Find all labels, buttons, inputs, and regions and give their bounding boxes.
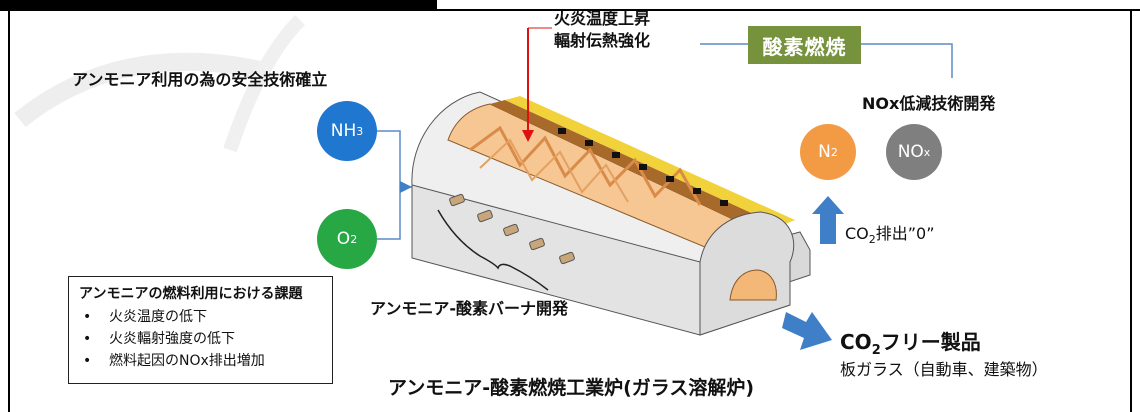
furnace-title: アンモニア-酸素燃焼工業炉(ガラス溶解炉)	[388, 377, 755, 399]
co2-free-suffix: フリー製品	[880, 330, 981, 354]
co2-zero-suffix: 排出”0”	[875, 224, 935, 243]
burner-bracket	[437, 209, 549, 291]
glass-products-label: 板ガラス（自動車、建築物）	[840, 360, 1048, 379]
o2-connector	[377, 187, 401, 240]
nh3-sub: 3	[356, 124, 364, 138]
nox-main: NO	[897, 142, 924, 162]
burner-dev-label: アンモニア-酸素バーナ開発	[370, 299, 569, 318]
output-arrow	[782, 312, 832, 350]
nh3-main: NH	[330, 121, 357, 141]
bg-swoosh	[223, 15, 306, 153]
nox-tech-label: NOx低減技術開発	[862, 94, 996, 113]
issues-list: 火炎温度の低下 火炎輻射強度の低下 燃料起因のNOx排出増加	[79, 306, 322, 372]
flame-line-1: 火炎温度上昇	[554, 9, 651, 28]
issue-item: 燃料起因のNOx排出増加	[79, 350, 322, 372]
left-border	[8, 0, 10, 412]
flame-temp-label: 火炎温度上昇 輻射伝熱強化	[554, 8, 650, 52]
top-border	[437, 9, 1140, 11]
n2-sub: 2	[830, 145, 838, 159]
issues-box: アンモニアの燃料利用における課題 火炎温度の低下 火炎輻射強度の低下 燃料起因の…	[68, 276, 333, 384]
co2-up-arrow	[812, 196, 844, 244]
co2-zero-sub: 2	[868, 233, 876, 247]
nh3-connector	[377, 130, 412, 188]
o2-sub: 2	[350, 232, 358, 246]
oxy-combustion-box: 酸素燃焼	[748, 26, 861, 64]
issue-item: 火炎温度の低下	[79, 306, 322, 328]
oxy-connector-right	[861, 43, 953, 78]
co2-free-prefix: CO	[840, 330, 872, 354]
safety-label: アンモニア利用の為の安全技術確立	[72, 70, 328, 89]
n2-main: N	[818, 142, 831, 162]
flame-line-2: 輻射伝熱強化	[554, 31, 651, 50]
nox-sub: x	[923, 145, 931, 159]
right-border	[1130, 9, 1132, 412]
bg-swoosh	[14, 52, 262, 128]
co2-zero-prefix: CO	[845, 224, 869, 243]
co2-free-label: CO2フリー製品	[840, 326, 981, 358]
co2-free-sub: 2	[871, 343, 881, 358]
o2-main: O	[336, 229, 351, 249]
issue-item: 火炎輻射強度の低下	[79, 328, 322, 350]
co2-zero-label: CO2排出”0”	[845, 220, 935, 246]
top-black-bar	[0, 0, 437, 11]
issues-title: アンモニアの燃料利用における課題	[79, 286, 303, 302]
